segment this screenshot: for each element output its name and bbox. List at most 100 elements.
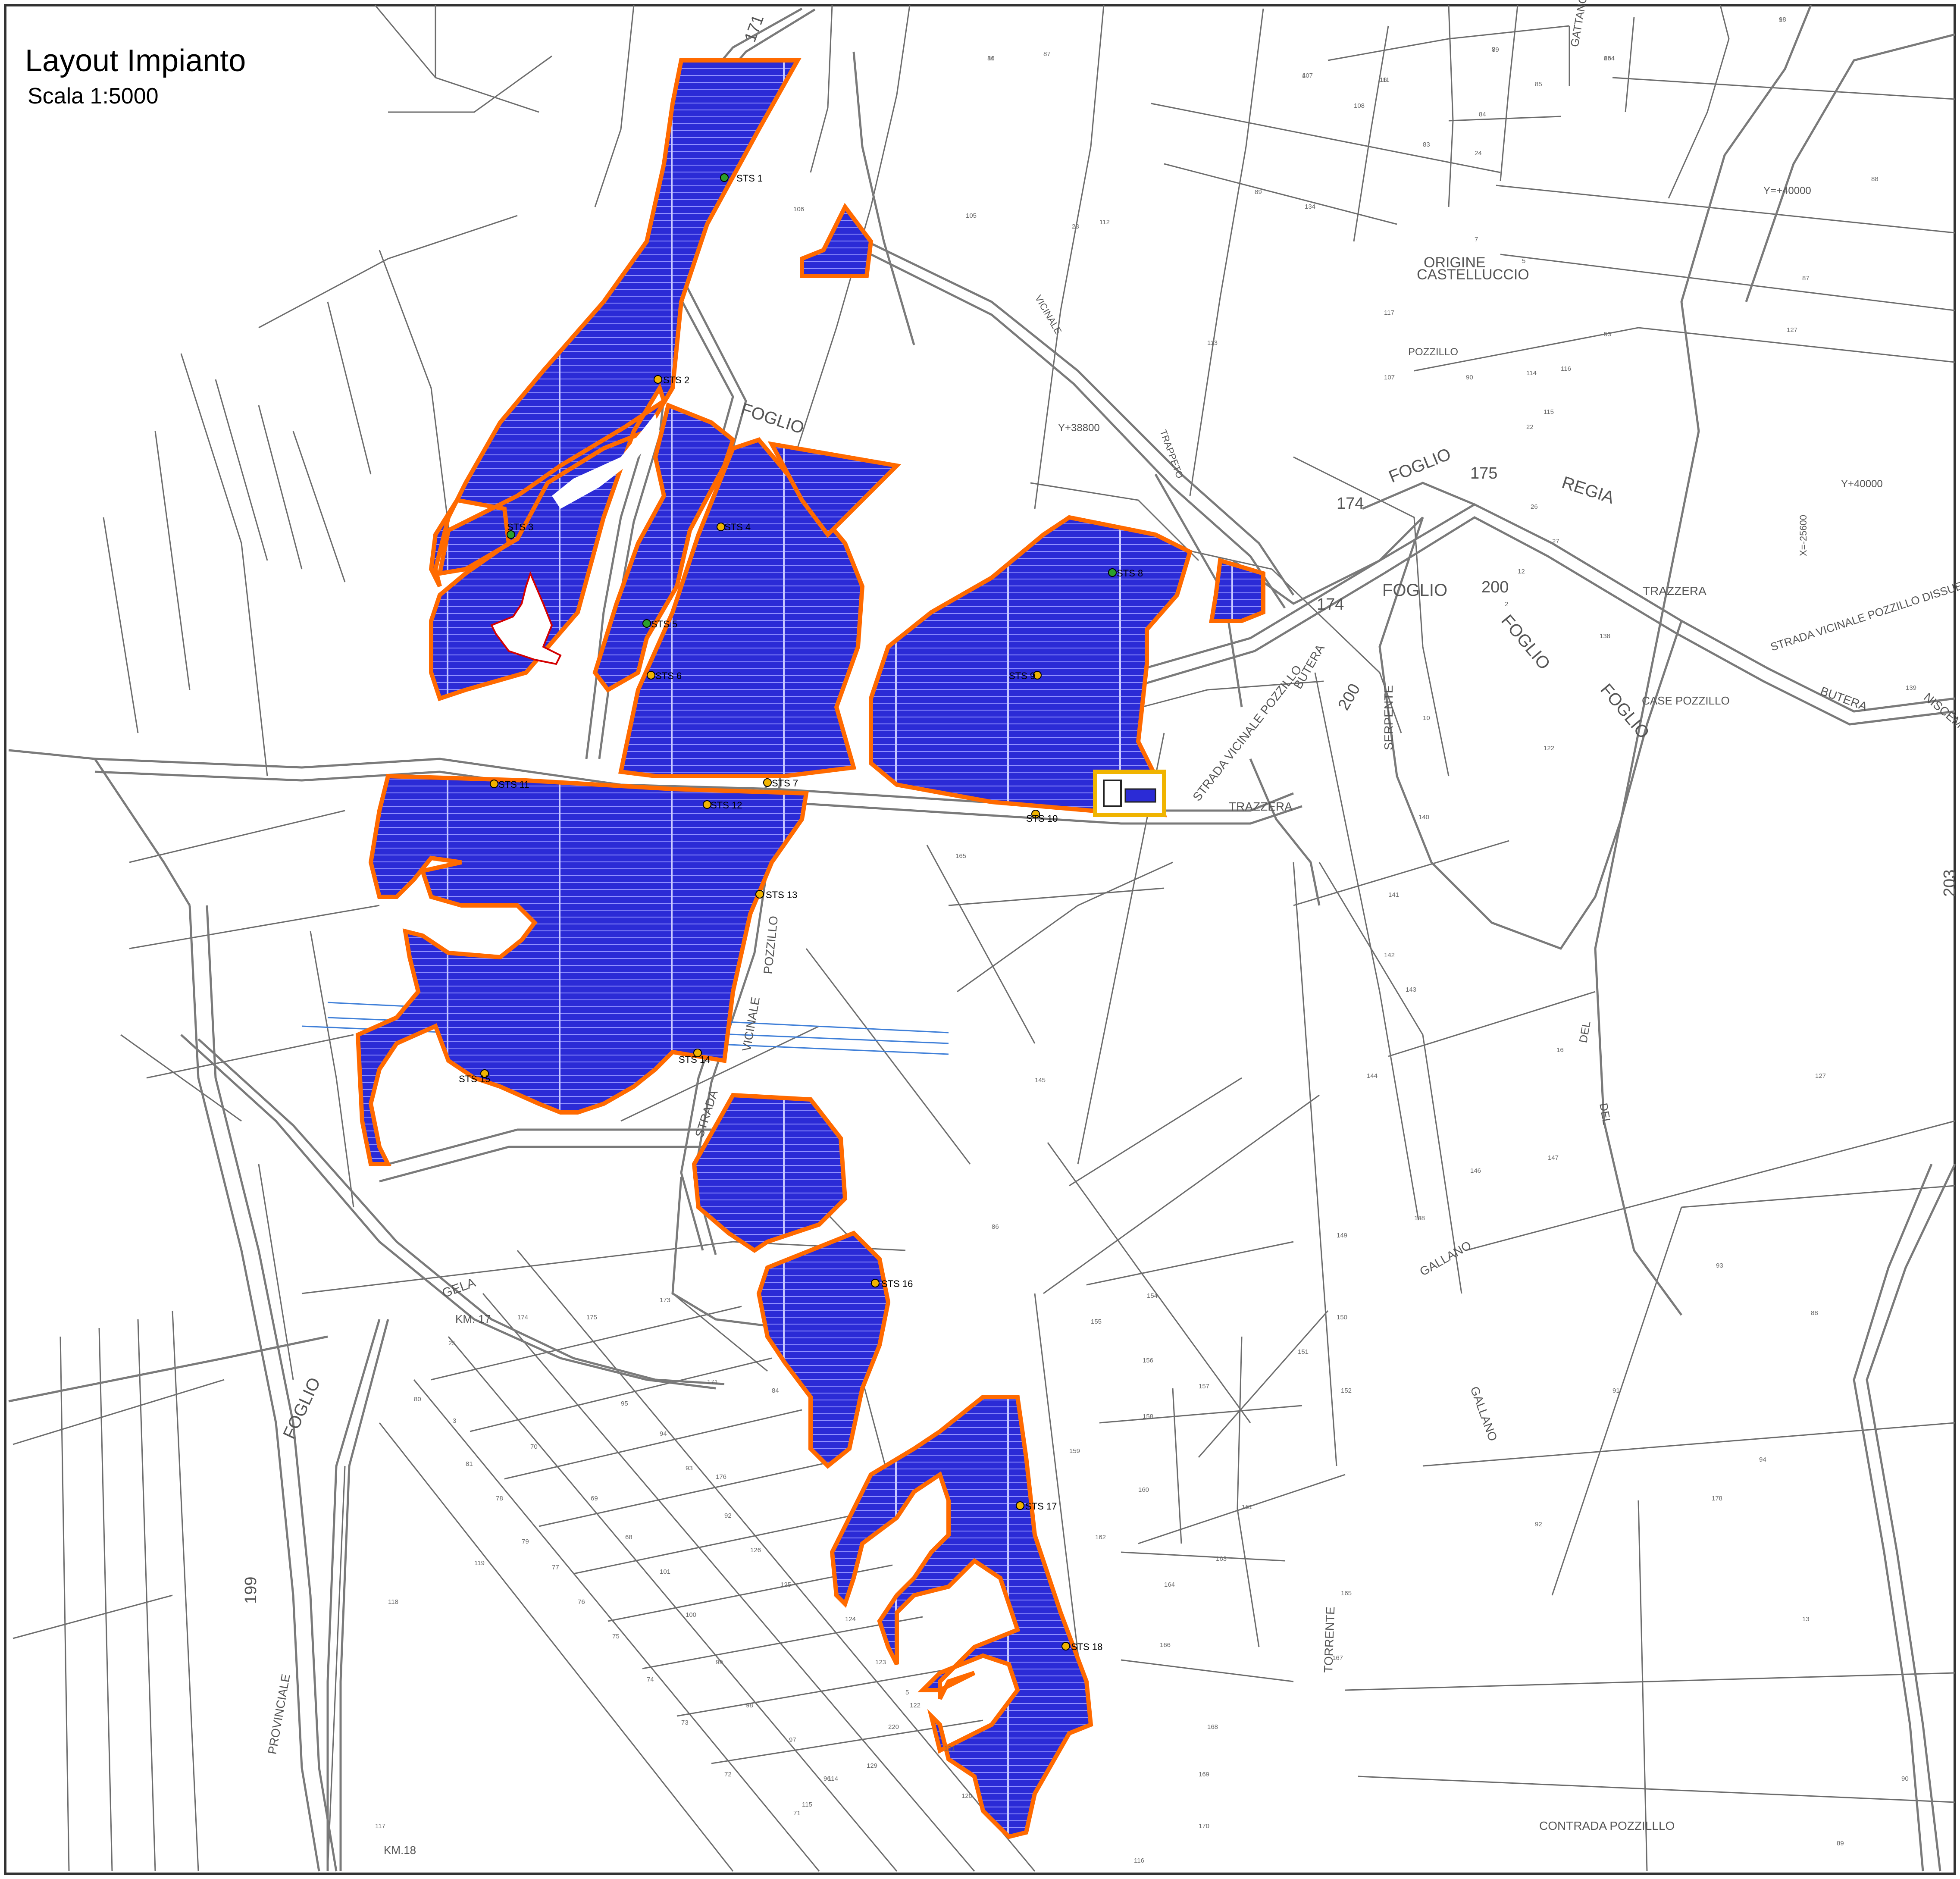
parcel-number: 113 xyxy=(1207,339,1218,347)
station-sts-8: STS 8 xyxy=(1108,568,1143,579)
parcel-number: 166 xyxy=(1160,1641,1171,1649)
label-pozzillo: POZZILLO xyxy=(1408,346,1458,358)
parcel-number: 126 xyxy=(750,1547,761,1554)
parcel-number: 94 xyxy=(1759,1456,1766,1463)
station-sts-4: STS 4 xyxy=(717,522,751,532)
parcel-number: 8 xyxy=(1492,46,1495,53)
parcel-number: 115 xyxy=(802,1801,812,1808)
svg-text:STS 17: STS 17 xyxy=(1025,1501,1057,1512)
sheet-199: 199 xyxy=(242,1577,260,1604)
station-sts-10: STS 10 xyxy=(1026,810,1058,824)
parcel-number: 184 xyxy=(1604,55,1615,62)
parcel-number: 91 xyxy=(1612,1387,1620,1394)
parcel-number: 90 xyxy=(1466,374,1473,381)
parcel-number: 99 xyxy=(716,1659,723,1666)
parcel-number: 22 xyxy=(1526,423,1534,431)
parcel-number: 122 xyxy=(1544,745,1554,752)
parcel-number: 12 xyxy=(1518,568,1525,575)
label-km18: KM.18 xyxy=(384,1844,416,1857)
parcel-number: 158 xyxy=(1143,1413,1153,1420)
parcel-number: 69 xyxy=(591,1495,598,1502)
sheet-200-b: 200 xyxy=(1481,578,1509,596)
parcel-number: 171 xyxy=(707,1378,718,1386)
svg-text:STS 14: STS 14 xyxy=(679,1054,710,1065)
pv-block-center-west xyxy=(592,402,736,693)
label-trazzera-1: TRAZZERA xyxy=(1643,584,1706,598)
parcel-number: 92 xyxy=(724,1512,732,1519)
station-sts-13: STS 13 xyxy=(755,889,797,900)
parcel-number: 114 xyxy=(1526,370,1537,377)
parcel-number: 72 xyxy=(724,1771,732,1778)
parcel-number: 142 xyxy=(1384,952,1395,959)
parcel-number: 68 xyxy=(625,1534,632,1541)
parcel-number: 178 xyxy=(1712,1495,1722,1502)
parcel-number: 95 xyxy=(621,1400,628,1407)
parcel-number: 88 xyxy=(1871,175,1879,183)
parcel-number: 150 xyxy=(1337,1314,1347,1321)
station-sts-3: STS 3 xyxy=(507,522,533,539)
parcel-number: 86 xyxy=(992,1223,999,1231)
parcel-number: 79 xyxy=(1492,46,1499,53)
parcel-number: 112 xyxy=(1099,219,1110,226)
parcel-number: 5 xyxy=(905,1689,909,1696)
parcel-number: 134 xyxy=(1305,203,1315,210)
svg-text:STS 1: STS 1 xyxy=(736,173,763,184)
parcel-number: 152 xyxy=(1341,1387,1352,1394)
parcel-number: 81 xyxy=(987,55,995,62)
parcel-number: 75 xyxy=(612,1633,620,1640)
svg-text:STS 7: STS 7 xyxy=(772,778,798,789)
svg-text:STS 12: STS 12 xyxy=(711,800,742,811)
parcel-number: 139 xyxy=(1906,684,1916,692)
parcel-number: 90 xyxy=(1901,1775,1909,1782)
parcel-number: 143 xyxy=(1406,986,1416,993)
label-torrente: TORRENTE xyxy=(1321,1607,1337,1673)
station-markers: STS 1 STS 2 STS 3 STS 4 STS 5 STS 6 STS … xyxy=(459,173,1143,1652)
parcel-number: 117 xyxy=(1384,309,1394,316)
station-sts-6: STS 6 xyxy=(647,670,682,681)
parcel-number: 169 xyxy=(1199,1771,1209,1778)
parcel-number: 9 xyxy=(1779,16,1782,23)
parcel-number: 101 xyxy=(660,1568,670,1575)
pv-block-south-1 xyxy=(692,1093,848,1253)
sheet-174-a: 174 xyxy=(1337,495,1364,513)
parcel-number: 147 xyxy=(1548,1154,1559,1162)
station-sts-7: STS 7 xyxy=(763,778,798,789)
svg-text:STS 11: STS 11 xyxy=(498,779,529,790)
parcel-number: 118 xyxy=(388,1598,398,1606)
pv-block-triangle xyxy=(767,441,902,538)
parcel-number: 174 xyxy=(517,1314,528,1321)
parcel-number: 16 xyxy=(987,55,995,62)
station-sts-18: STS 18 xyxy=(1061,1641,1102,1652)
parcel-number: 145 xyxy=(1035,1077,1046,1084)
corridor-gap xyxy=(552,414,660,509)
svg-text:STS 6: STS 6 xyxy=(655,670,682,681)
parcel-number: 119 xyxy=(474,1560,485,1567)
parcel-number: 94 xyxy=(660,1430,667,1437)
parcel-number: 83 xyxy=(1423,141,1430,148)
parcel-number: 155 xyxy=(1091,1318,1102,1325)
parcel-number: 122 xyxy=(910,1702,921,1709)
station-sts-9: STS 9 xyxy=(1009,670,1042,681)
parcel-number: 160 xyxy=(1138,1486,1149,1494)
parcel-number: 107 xyxy=(1302,72,1313,79)
parcel-number: 151 xyxy=(1298,1348,1309,1356)
station-sts-17: STS 17 xyxy=(1016,1501,1057,1512)
station-sts-1: STS 1 xyxy=(720,173,763,184)
parcel-number: 25 xyxy=(448,1340,456,1347)
parcel-number: 165 xyxy=(955,852,966,860)
parcel-number: 127 xyxy=(1787,326,1797,334)
parcel-number: 162 xyxy=(1095,1534,1106,1541)
parcel-number: 13 xyxy=(1802,1616,1810,1623)
parcel-number: 173 xyxy=(660,1297,670,1304)
parcel-number: 116 xyxy=(1134,1857,1144,1864)
station-sts-12: STS 12 xyxy=(703,800,742,811)
parcel-number: 121 xyxy=(944,1745,955,1752)
pv-block-east-small xyxy=(1209,557,1265,623)
parcel-number: 124 xyxy=(845,1616,856,1623)
parcel-number: 87 xyxy=(1802,275,1810,282)
label-y40000-b: Y=+40000 xyxy=(1763,185,1811,197)
parcel-number: 71 xyxy=(793,1810,801,1817)
pv-block-north xyxy=(429,58,802,701)
pv-block-north-small xyxy=(800,203,874,278)
